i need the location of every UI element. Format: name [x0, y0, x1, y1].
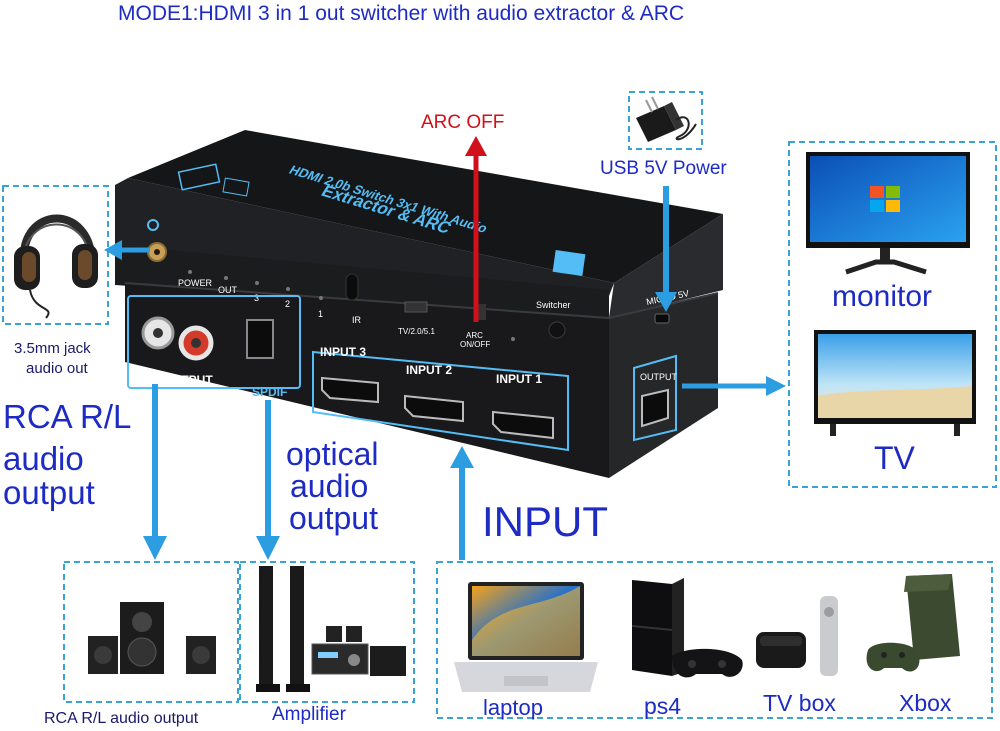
laptop-icon — [454, 582, 598, 692]
xbox-icon — [866, 574, 960, 672]
ir-label: IR — [352, 315, 362, 325]
speakers-icon — [88, 602, 216, 674]
rca-label-line1: RCA R/L — [3, 398, 132, 435]
optical-label-line3: output — [289, 500, 378, 536]
hdmi-input2-port — [404, 394, 464, 423]
rca-label-line2: audio — [3, 440, 84, 477]
switcher-label: Switcher — [536, 300, 571, 310]
tv-box-icon — [756, 596, 838, 676]
input2-label: INPUT 2 — [406, 363, 452, 377]
spdif-label: SPDIF — [252, 385, 287, 399]
optical-label-line2: audio — [290, 468, 369, 504]
laptop-label: laptop — [483, 695, 543, 720]
optical-label-line1: optical — [286, 436, 379, 472]
amplifier-box — [239, 561, 415, 703]
tv-box-label: TV box — [763, 690, 836, 716]
ps4-icon — [631, 578, 743, 678]
tv-label: TV — [874, 440, 915, 476]
page-title: MODE1:HDMI 3 in 1 out switcher with audi… — [118, 2, 685, 25]
jack-label-line1: 3.5mm jack — [14, 340, 91, 357]
output-label: OUTPUT — [640, 372, 678, 382]
arc-onoff-label: ON/OFF — [460, 340, 490, 349]
input3-label: INPUT 3 — [320, 345, 366, 359]
jack-headphone-icon — [147, 219, 159, 231]
usb-power-box — [628, 91, 703, 150]
spdif-port — [246, 319, 274, 359]
led-3-label: 3 — [254, 293, 259, 303]
tv-icon — [814, 330, 976, 436]
input-label: INPUT — [482, 498, 608, 545]
hdmi-input1-port — [492, 410, 554, 440]
amplifier-label: Amplifier — [272, 704, 346, 725]
headphones-icon — [14, 214, 98, 319]
hdmi-output-port — [641, 388, 669, 428]
led-1-label: 1 — [318, 309, 323, 319]
rca-bottom-label: RCA R/L audio output — [44, 710, 199, 727]
input1-label: INPUT 1 — [496, 372, 542, 386]
amplifier-icon — [256, 566, 406, 692]
usb-power-label: USB 5V Power — [600, 158, 727, 179]
ps4-label: ps4 — [644, 693, 682, 719]
arc-off-label: ARC OFF — [421, 112, 505, 133]
led-2-label: 2 — [285, 299, 290, 309]
tv-mode-label: TV/2.0/5.1 — [398, 327, 435, 336]
hdmi-input3-port — [321, 376, 379, 404]
arc-label: ARC — [466, 331, 483, 340]
led-out-label: OUT — [218, 285, 238, 295]
jack-label-line2: audio out — [26, 360, 88, 377]
monitor-icon — [806, 152, 970, 275]
lr-output-label: L/R-OUTPUT — [140, 373, 213, 387]
power-adapter-icon — [636, 96, 697, 142]
led-power-label: POWER — [178, 278, 213, 288]
monitor-label: monitor — [832, 280, 933, 313]
headphones-box — [2, 185, 109, 325]
speakers-box — [63, 561, 239, 703]
hdmi-switch-device: HDMI 2.0b Switch 3x1 With Audio Extracto… — [115, 130, 723, 478]
xbox-label: Xbox — [899, 690, 952, 716]
display-box — [788, 141, 997, 488]
sources-box — [436, 561, 993, 719]
rca-label-line3: output — [3, 474, 95, 511]
